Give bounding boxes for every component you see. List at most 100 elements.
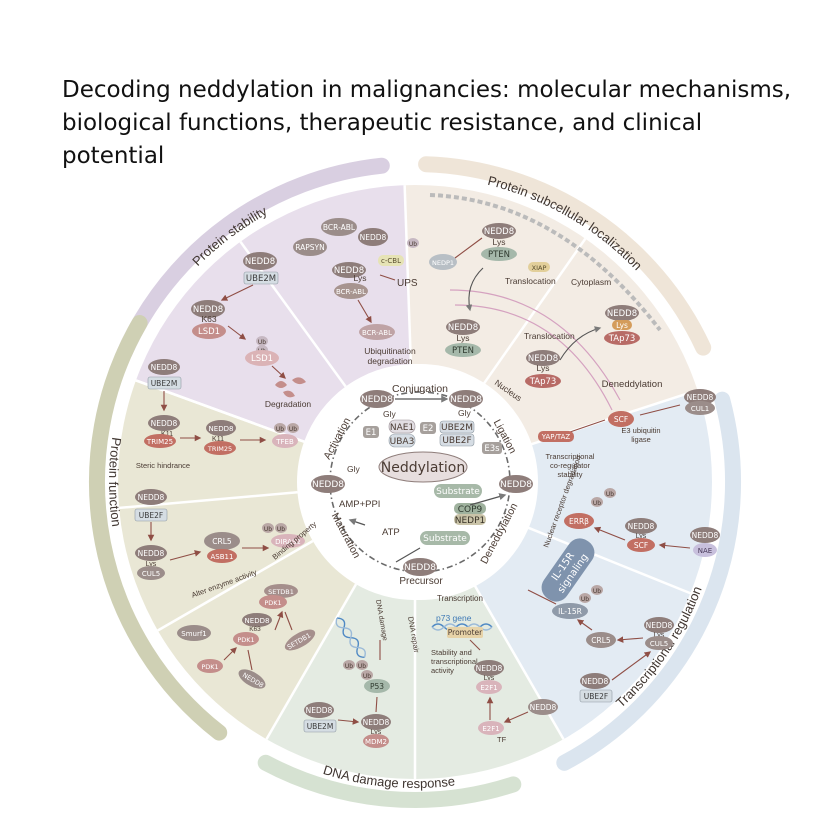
svg-text:TFEB: TFEB — [275, 438, 294, 446]
svg-text:Lys: Lys — [654, 632, 665, 639]
dna-content: Transcription p73 gene Promoter Stabilit… — [303, 594, 558, 748]
svg-text:Translocation: Translocation — [524, 331, 575, 341]
svg-text:Lys: Lys — [371, 729, 382, 736]
svg-text:NAE: NAE — [698, 547, 712, 555]
svg-text:degradation: degradation — [368, 356, 413, 366]
svg-text:PDK1: PDK1 — [237, 636, 254, 644]
svg-text:NAE1: NAE1 — [390, 423, 414, 433]
svg-text:Degradation: Degradation — [265, 399, 312, 409]
ring-arc-transcriptional — [556, 391, 741, 771]
center-cycle: Neddylation Conjugation Ligation Deneddy… — [302, 364, 538, 600]
neddylation-core — [378, 451, 468, 483]
svg-text:UBE2F: UBE2F — [442, 436, 471, 446]
svg-text:Promoter: Promoter — [448, 628, 483, 637]
svg-text:NEDD8: NEDD8 — [312, 480, 344, 490]
svg-text:Deneddylation: Deneddylation — [602, 379, 663, 390]
svg-text:UBE2F: UBE2F — [139, 511, 163, 520]
svg-text:K11: K11 — [161, 431, 173, 438]
svg-text:NEDD8: NEDD8 — [209, 425, 234, 433]
svg-text:P53: P53 — [370, 682, 384, 691]
svg-text:NEDD8: NEDD8 — [306, 706, 333, 715]
svg-text:TAp73: TAp73 — [608, 334, 636, 344]
svg-text:Cytoplasm: Cytoplasm — [571, 277, 611, 287]
svg-text:CUL5: CUL5 — [650, 640, 668, 648]
ring-arc-localization — [418, 156, 712, 356]
svg-text:Ub: Ub — [289, 426, 297, 433]
svg-text:LSD1: LSD1 — [198, 327, 220, 337]
svg-text:NEDD8: NEDD8 — [448, 323, 478, 333]
svg-text:SCF: SCF — [614, 415, 628, 424]
stability-content: NEDD8 UBE2M NEDD8 K63 LSD1 Ub Ub LSD1 De… — [191, 218, 419, 409]
svg-text:LSD1: LSD1 — [251, 354, 273, 364]
svg-text:NEDD8: NEDD8 — [500, 480, 532, 490]
svg-text:UPS: UPS — [397, 278, 418, 289]
svg-text:Ub: Ub — [264, 526, 272, 533]
svg-text:Ub: Ub — [593, 588, 601, 595]
svg-text:E2F1: E2F1 — [482, 725, 499, 733]
svg-text:NEDD8: NEDD8 — [334, 266, 364, 276]
svg-text:PTEN: PTEN — [452, 346, 474, 356]
svg-text:Ub: Ub — [258, 339, 266, 346]
svg-text:NEDD8: NEDD8 — [138, 493, 165, 502]
svg-text:NEDP1: NEDP1 — [432, 259, 454, 267]
outer-ring — [89, 156, 741, 808]
step-conjugation: Conjugation — [392, 383, 448, 395]
svg-text:PDK1: PDK1 — [264, 599, 281, 607]
svg-text:UBE2F: UBE2F — [584, 692, 608, 701]
svg-text:Ub: Ub — [276, 426, 284, 433]
svg-text:Lys: Lys — [537, 363, 550, 373]
svg-text:E2F1: E2F1 — [480, 684, 497, 692]
svg-text:Lys: Lys — [484, 675, 495, 682]
svg-text:NEDD8: NEDD8 — [484, 227, 514, 237]
page-title: Decoding neddylation in malignancies: mo… — [62, 77, 792, 169]
svg-text:E1: E1 — [366, 428, 377, 438]
svg-text:NEDD8: NEDD8 — [245, 257, 275, 267]
svg-text:BCR-ABL: BCR-ABL — [336, 288, 366, 296]
svg-text:AMP+PPI: AMP+PPI — [339, 499, 380, 510]
svg-text:YAP/TAZ: YAP/TAZ — [541, 433, 571, 441]
svg-text:NEDD8: NEDD8 — [692, 531, 719, 540]
sector-protein-function — [118, 379, 356, 742]
svg-text:TAp73: TAp73 — [529, 377, 557, 387]
svg-text:UBA3: UBA3 — [390, 437, 415, 447]
svg-text:Ub: Ub — [358, 663, 366, 670]
svg-text:CRL5: CRL5 — [212, 537, 232, 546]
ring-arc-function — [89, 315, 228, 741]
svg-text:Ub: Ub — [581, 596, 589, 603]
svg-text:UBE2M: UBE2M — [246, 274, 276, 284]
svg-text:TRIM25: TRIM25 — [207, 445, 232, 453]
svg-text:transcriptional: transcriptional — [431, 657, 478, 666]
svg-text:Lys: Lys — [354, 273, 367, 283]
svg-text:ligase: ligase — [631, 435, 651, 444]
svg-text:E3s: E3s — [484, 444, 500, 454]
svg-text:NEDD8: NEDD8 — [245, 617, 270, 625]
svg-text:Transcription: Transcription — [437, 594, 483, 603]
svg-text:NEDD8: NEDD8 — [528, 354, 558, 364]
svg-text:K63: K63 — [249, 626, 261, 633]
svg-text:BCR-ABL: BCR-ABL — [362, 329, 392, 337]
svg-text:PTEN: PTEN — [488, 250, 510, 260]
svg-text:NEDD8: NEDD8 — [360, 233, 387, 242]
svg-text:NEDD8: NEDD8 — [687, 393, 714, 402]
svg-text:K63: K63 — [201, 314, 216, 324]
svg-text:co-regulator: co-regulator — [550, 461, 591, 470]
svg-text:Gly: Gly — [383, 409, 397, 419]
svg-text:UBE2M: UBE2M — [307, 722, 334, 731]
svg-text:UBE2M: UBE2M — [151, 379, 178, 388]
svg-text:CRL5: CRL5 — [591, 636, 611, 645]
svg-text:Lys: Lys — [616, 321, 628, 330]
svg-text:TRIM25: TRIM25 — [146, 438, 173, 446]
svg-text:Translocation: Translocation — [505, 276, 556, 286]
svg-text:NEDD8: NEDD8 — [530, 703, 557, 712]
svg-text:Transcriptional: Transcriptional — [546, 452, 595, 461]
svg-text:Precursor: Precursor — [399, 576, 443, 587]
svg-text:Gly: Gly — [347, 464, 361, 474]
svg-text:stability: stability — [557, 470, 582, 479]
svg-text:BCR-ABL: BCR-ABL — [323, 223, 356, 232]
svg-text:NEDD8: NEDD8 — [193, 305, 223, 315]
svg-text:RAPSYN: RAPSYN — [295, 243, 325, 252]
svg-text:SCF: SCF — [634, 541, 648, 550]
svg-text:Lys: Lys — [493, 237, 506, 247]
svg-text:ATP: ATP — [382, 527, 400, 538]
svg-text:XIAP: XIAP — [532, 264, 547, 272]
